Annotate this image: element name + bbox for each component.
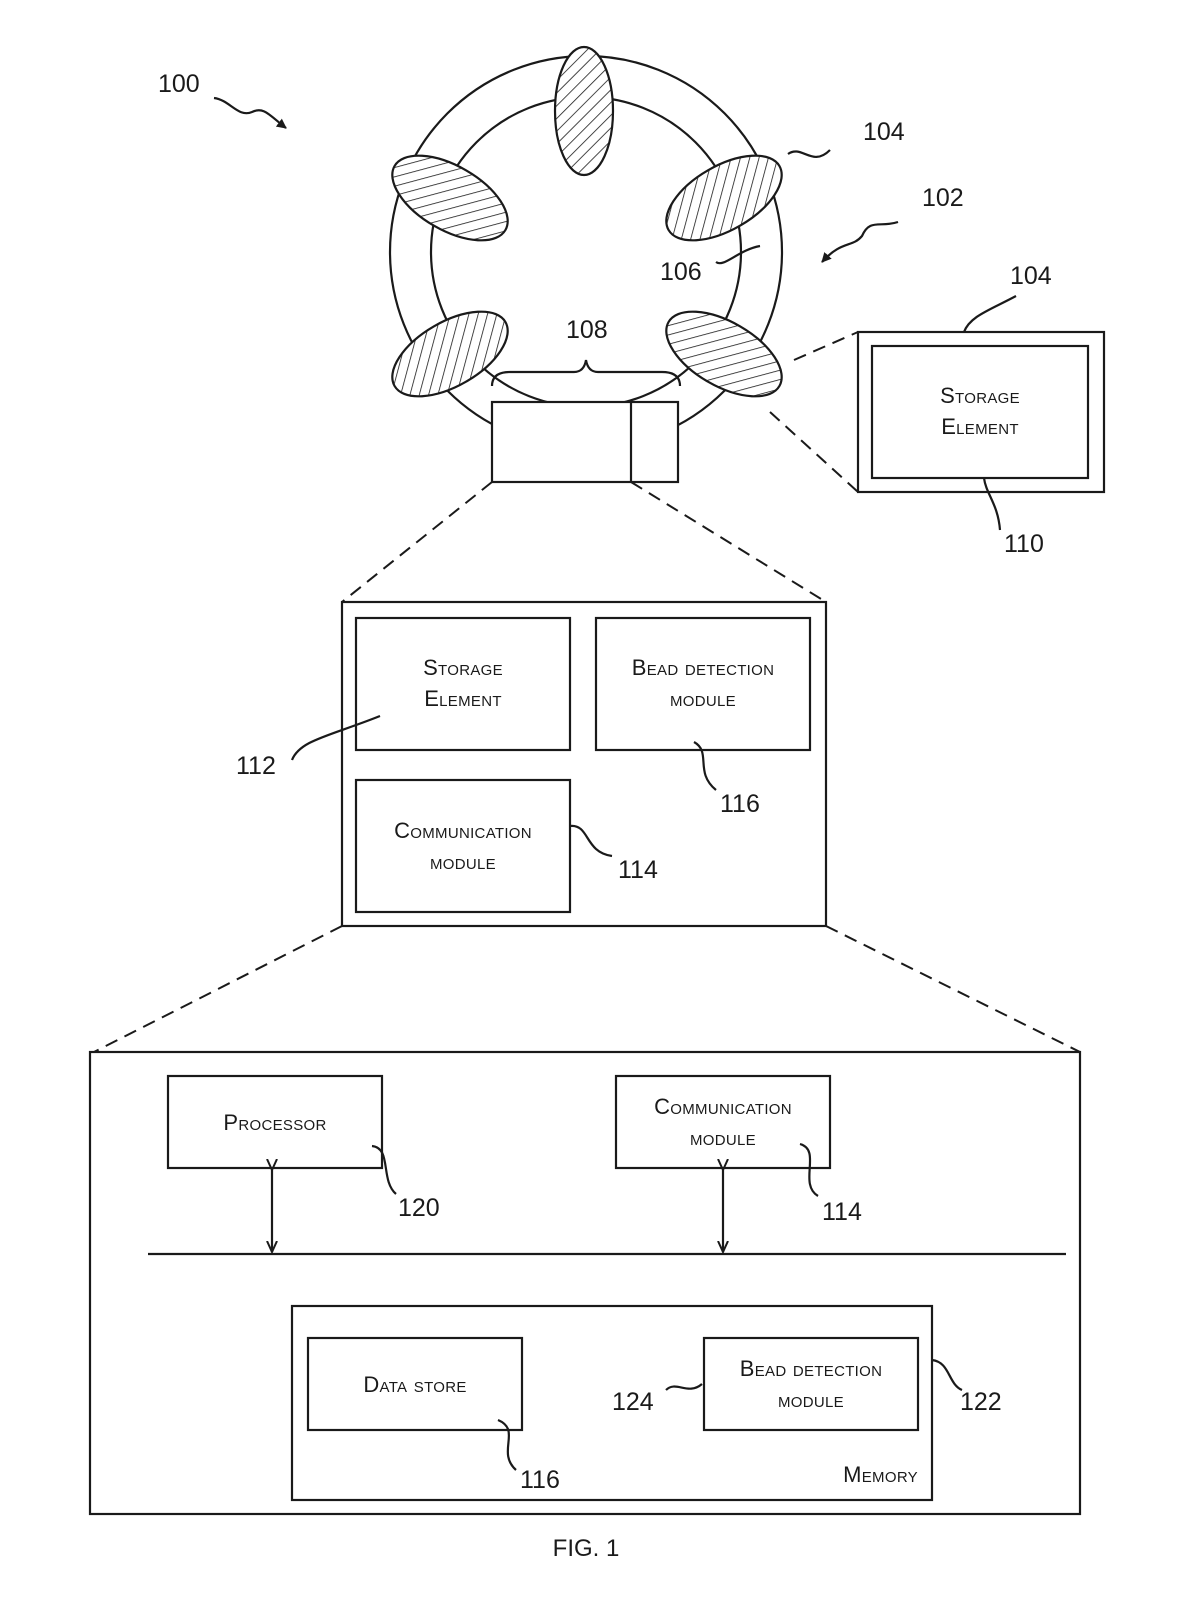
mid-bead-detection-box xyxy=(594,616,812,752)
bottom-dash-right xyxy=(825,925,1081,1053)
memory-label: Memory xyxy=(843,1462,918,1487)
ref-114-mid-leader xyxy=(569,824,613,858)
ref-102: 102 xyxy=(922,184,964,212)
ref-106: 106 xyxy=(660,258,702,286)
ref-114-mid: 114 xyxy=(618,856,658,884)
ref-120-leader xyxy=(371,1144,397,1195)
ref-100: 100 xyxy=(158,70,200,98)
sensor-storage-element xyxy=(870,344,1090,480)
ref-104-bead: 104 xyxy=(863,118,905,146)
sensor-storage-callout: Storage Element 104 110 xyxy=(769,262,1106,558)
callout-dash-upper xyxy=(793,331,859,361)
ref-110-leader xyxy=(982,477,1002,531)
ref-122: 122 xyxy=(960,1388,1002,1416)
bead-sensor-upper-left xyxy=(391,154,509,242)
sensor-storage-label-line1: Storage xyxy=(940,383,1020,408)
ref-122-leader xyxy=(931,1358,963,1392)
ref-124: 124 xyxy=(612,1388,654,1416)
gap-brace xyxy=(490,359,682,387)
ref-108: 108 xyxy=(566,316,608,344)
ref-114-bottom-leader xyxy=(799,1142,819,1197)
ref-104-storage: 104 xyxy=(1010,262,1052,290)
ref-104-storage-leader xyxy=(962,295,1017,333)
mid-comm-label-line1: Communication xyxy=(394,818,532,843)
ring-apparatus: 100 104 102 106 108 xyxy=(158,45,964,484)
controller-box xyxy=(490,400,680,484)
data-store-label: Data store xyxy=(363,1372,466,1397)
bottom-comm-label-line2: module xyxy=(690,1125,756,1150)
mid-bead-label-line1: Bead detection xyxy=(632,655,775,680)
ref-116-bottom: 116 xyxy=(520,1466,560,1494)
mid-storage-label-line1: Storage xyxy=(423,655,503,680)
ref-116-mid-leader xyxy=(693,741,717,791)
mid-storage-label-line2: Element xyxy=(424,686,502,711)
ref-124-leader xyxy=(665,1383,703,1391)
ref-114-bottom: 114 xyxy=(822,1198,862,1226)
ref-110: 110 xyxy=(1004,530,1044,558)
ref-116-bottom-leader xyxy=(497,1418,517,1471)
processor-box xyxy=(166,1074,384,1170)
ref-112: 112 xyxy=(236,752,276,780)
bead-sensor-upper-right xyxy=(665,154,783,242)
bead-sensor-lower-left xyxy=(391,310,509,398)
ref-104-bead-leader xyxy=(787,149,831,158)
mid-storage-element-box xyxy=(354,616,572,752)
bottom-comm-label-line1: Communication xyxy=(654,1094,792,1119)
memory-bead-detection-box xyxy=(702,1336,920,1432)
mid-dash-right xyxy=(630,481,827,603)
ref-120: 120 xyxy=(398,1194,440,1222)
bead-sensor-top xyxy=(553,45,615,177)
ref-116-mid: 116 xyxy=(720,790,760,818)
bead-sensor-lower-right xyxy=(665,310,783,398)
callout-dash-lower xyxy=(769,411,859,493)
ref-100-arrow xyxy=(213,96,287,129)
mid-bead-label-line2: module xyxy=(670,686,736,711)
data-store-box xyxy=(306,1336,524,1432)
processor-label: Processor xyxy=(223,1110,326,1135)
sensor-storage-label-line2: Element xyxy=(941,414,1019,439)
controller-expanded: Storage Element Bead detection module Co… xyxy=(236,481,828,928)
bottom-communication-box xyxy=(614,1074,832,1170)
ref-112-leader xyxy=(290,714,381,761)
computing-device: Processor Communication module 120 114 M… xyxy=(88,925,1082,1516)
mid-comm-label-line2: module xyxy=(430,849,496,874)
bottom-dash-left xyxy=(93,925,343,1053)
mid-communication-box xyxy=(354,778,572,914)
ref-106-leader xyxy=(715,244,761,265)
ref-102-arrow xyxy=(821,220,899,263)
mid-dash-left xyxy=(341,481,493,603)
figure-caption: FIG. 1 xyxy=(553,1535,620,1562)
memory-bead-label-line2: module xyxy=(778,1387,844,1412)
memory-bead-label-line1: Bead detection xyxy=(740,1356,883,1381)
